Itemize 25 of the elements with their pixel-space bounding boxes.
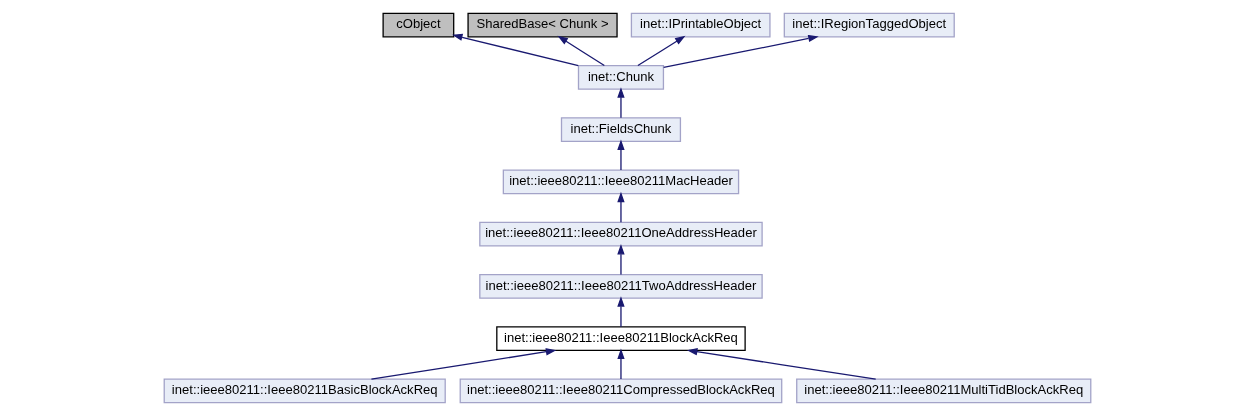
node-box: inet::ieee80211::Ieee80211TwoAddressHeader	[478, 274, 763, 299]
arrow	[616, 139, 625, 171]
arrow	[451, 33, 579, 67]
arrow	[686, 348, 876, 380]
node-box: inet::IRegionTaggedObject	[783, 12, 955, 38]
arrow	[662, 34, 819, 69]
arrow	[616, 191, 625, 223]
arrow	[616, 87, 625, 119]
arrow	[636, 35, 685, 67]
node-box: inet::ieee80211::Ieee80211OneAddressHeader	[478, 221, 763, 247]
node-box: inet::ieee80211::Ieee80211MultiTidBlockAckReq	[795, 378, 1091, 404]
node-box: cObject	[381, 12, 454, 38]
node-box: inet::ieee80211::Ieee80211BlockAckReq	[495, 326, 746, 352]
node-box: inet::ieee80211::Ieee80211MacHeader	[502, 169, 739, 195]
arrow	[370, 348, 556, 380]
node-box: inet::ieee80211::Ieee80211CompressedBlockAckReq	[459, 378, 782, 404]
node-box: inet::FieldsChunk	[560, 117, 681, 142]
node-box: inet::IPrintableObject	[630, 12, 771, 38]
node-box: inet::Chunk	[577, 64, 664, 90]
arrow	[616, 348, 625, 380]
arrow	[557, 35, 605, 67]
node-box: SharedBase< Chunk >	[466, 12, 618, 38]
arrow	[616, 296, 625, 328]
node-box: inet::ieee80211::Ieee80211BasicBlockAckReq	[163, 378, 446, 404]
arrow	[616, 243, 625, 276]
